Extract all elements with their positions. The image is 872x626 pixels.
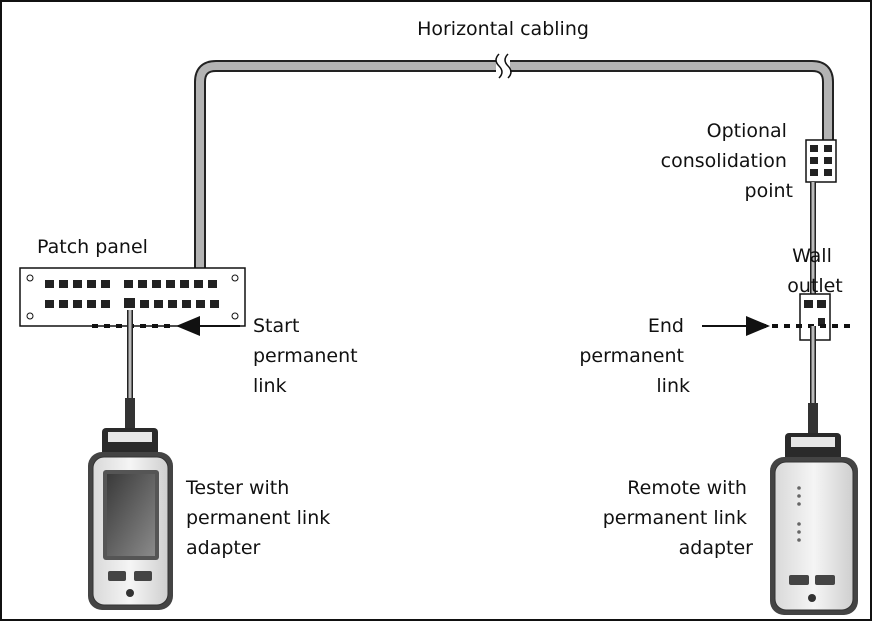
consolidation-point-label: Optional consolidation point [661, 120, 793, 202]
tester-cable [125, 310, 135, 428]
wall-outlet-label: Wall outlet [787, 245, 843, 297]
tester-label: Tester with permanent link adapter [185, 477, 336, 559]
patch-panel-label: Patch panel [37, 236, 148, 258]
cable-break-icon [495, 53, 512, 79]
remote-label: Remote with permanent link adapter [603, 477, 753, 559]
consolidation-point-icon [805, 139, 837, 183]
horizontal-cable [194, 60, 834, 268]
tester-device-icon [88, 428, 173, 610]
remote-device-icon [770, 433, 858, 615]
remote-cable [808, 326, 818, 433]
horizontal-cabling-label: Horizontal cabling [417, 18, 589, 40]
start-permanent-link-label: Start permanent link [253, 315, 364, 397]
end-permanent-link-label: End permanent link [579, 315, 690, 397]
